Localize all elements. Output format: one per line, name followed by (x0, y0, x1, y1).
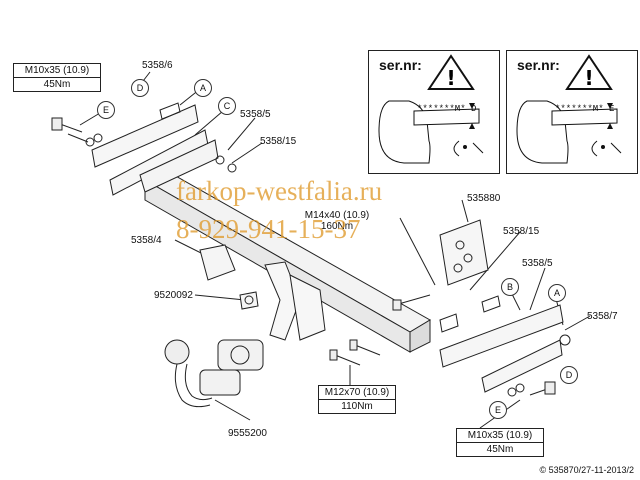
letter-a-top: A (194, 79, 212, 97)
torque-box-top-left: M10x35 (10.9) 45Nm (13, 63, 101, 92)
letter-b: B (501, 278, 519, 296)
serial-number-label: ser.nr: (517, 57, 560, 73)
serial-number-label: ser.nr: (379, 57, 422, 73)
watermark-site: farkop-westfalia.ru (176, 176, 383, 206)
main-bolt-size: M14x40 (10.9) (304, 210, 370, 221)
letter-d-top: D (131, 79, 149, 97)
serial-code: *******M* E (555, 104, 615, 114)
part-label-5358-4: 5358/4 (131, 235, 162, 246)
part-label-5358-7: 5358/7 (587, 311, 618, 322)
part-label-5358-6: 5358/6 (142, 60, 173, 71)
svg-text:!: ! (584, 66, 593, 90)
serial-warning-panel-d: ser.nr: ! *******M* D (368, 50, 500, 174)
serial-warning-panel-e: ser.nr: ! *******M* E (506, 50, 638, 174)
warning-triangle-icon: ! (378, 54, 484, 164)
torque-value: 45Nm (43, 79, 71, 90)
main-bolt-torque: 160Nm (320, 221, 354, 232)
torque-value: 45Nm (486, 444, 514, 455)
torque-box-bottom-right: M10x35 (10.9) 45Nm (456, 428, 544, 457)
warning-triangle-icon: ! (516, 54, 622, 164)
torque-value: 110Nm (341, 401, 373, 412)
part-label-9555200: 9555200 (228, 428, 267, 439)
letter-a-right: A (548, 284, 566, 302)
main-bolt-spec: M14x40 (10.9) 160Nm (297, 210, 377, 232)
letter-d-right: D (560, 366, 578, 384)
part-label-535880: 535880 (467, 193, 501, 204)
letter-e-bottom: E (489, 401, 507, 419)
part-label-5358-15-top: 5358/15 (260, 136, 297, 147)
bolt-spec: M12x70 (10.9) (319, 386, 395, 400)
watermark-phone: 8-929-941-15-37 (176, 214, 361, 244)
part-label-5358-15-right: 5358/15 (503, 226, 540, 237)
letter-c: C (218, 97, 236, 115)
bolt-spec: M10x35 (10.9) (457, 429, 543, 443)
svg-text:!: ! (446, 66, 455, 90)
letter-e-top: E (97, 101, 115, 119)
bolt-spec: M10x35 (10.9) (14, 64, 100, 78)
copyright-text: © 535870/27-11-2013/2 (539, 465, 634, 475)
part-label-9520092: 9520092 (154, 290, 193, 301)
torque-box-middle: M12x70 (10.9) 110Nm (318, 385, 396, 414)
part-label-5358-5-top: 5358/5 (240, 109, 271, 120)
serial-code: *******M* D (417, 104, 477, 114)
part-label-5358-5-right: 5358/5 (522, 258, 553, 269)
